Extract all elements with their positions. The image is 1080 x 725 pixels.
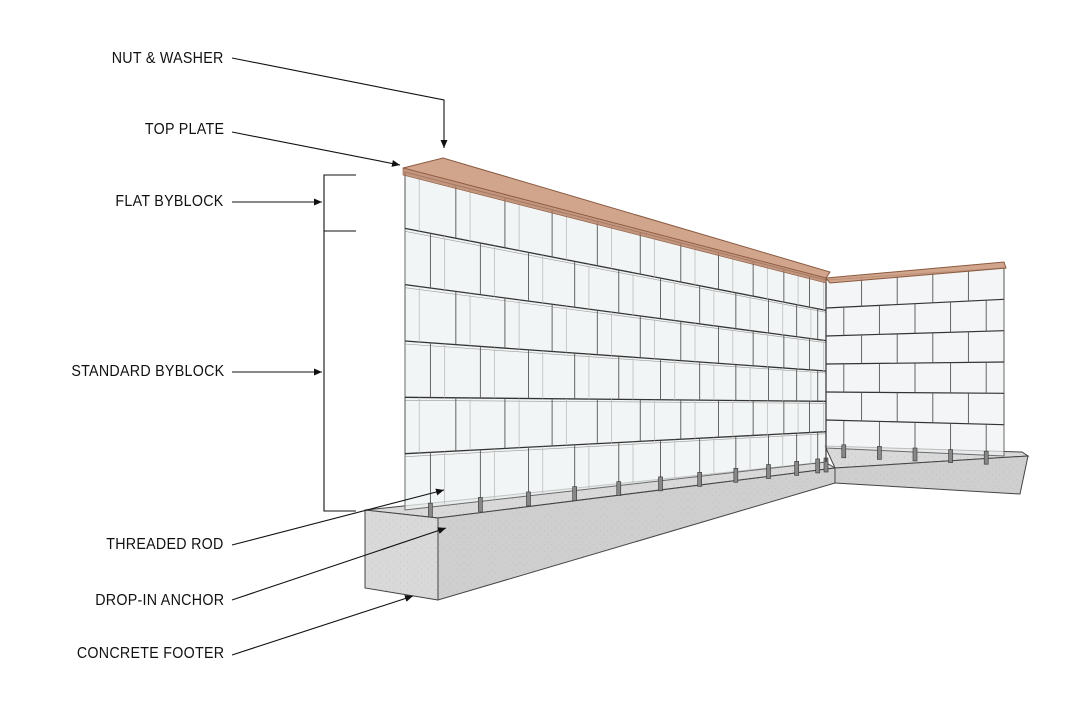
label-concrete-footer: CONCRETE FOOTER xyxy=(76,645,224,662)
label-standard-byblock: STANDARD BYBLOCK xyxy=(70,363,224,380)
drop-in-anchor xyxy=(948,449,953,463)
leader-drop-in-anchor xyxy=(231,527,447,601)
top-plate-return xyxy=(825,261,1007,284)
label-top-plate: TOP PLATE xyxy=(144,121,224,138)
drop-in-anchor xyxy=(478,497,483,512)
drop-in-anchor xyxy=(841,444,847,459)
drop-in-anchor xyxy=(733,467,739,483)
label-threaded-rod: THREADED ROD xyxy=(106,536,224,553)
footer-front-return xyxy=(834,455,1029,495)
drop-in-anchor xyxy=(794,461,799,476)
course-joint xyxy=(404,396,827,402)
leader-threaded-rod xyxy=(231,488,445,546)
leader-top-plate xyxy=(231,131,401,167)
drop-in-anchor xyxy=(428,502,433,518)
drop-in-anchor xyxy=(815,458,821,474)
footer-end-face xyxy=(364,509,439,601)
wall-return-run xyxy=(825,267,1005,465)
course-joint xyxy=(404,340,827,372)
course-joint-shadow xyxy=(404,400,827,404)
drop-in-anchor xyxy=(983,450,989,465)
course-joint-shadow xyxy=(404,231,827,313)
label-flat-byblock: FLAT BYBLOCK xyxy=(115,193,224,210)
drop-in-anchor xyxy=(697,472,702,487)
drop-in-anchor xyxy=(766,464,771,479)
course-joint xyxy=(404,431,827,455)
course-joint-shadow xyxy=(404,343,827,374)
course-joint-shadow xyxy=(404,287,827,343)
course-joint-shadow xyxy=(404,433,827,457)
byblock-bracket xyxy=(323,174,356,512)
label-nut-washer: NUT & WASHER xyxy=(112,50,224,67)
course-joint xyxy=(825,419,1005,426)
drop-in-anchor xyxy=(658,476,663,492)
drop-in-anchor xyxy=(877,446,882,460)
top-plate-long-front xyxy=(402,167,827,284)
leader-concrete-footer xyxy=(231,595,414,656)
drop-in-anchor xyxy=(616,481,622,496)
drop-in-anchor xyxy=(912,447,918,462)
course-joint xyxy=(404,227,827,311)
course-joint xyxy=(825,391,1005,394)
drop-in-anchor xyxy=(572,486,578,501)
leader-lines xyxy=(231,57,448,656)
drop-in-anchor xyxy=(526,491,531,507)
leader-nut-washer xyxy=(231,57,448,148)
course-joint xyxy=(404,284,827,342)
label-drop-in-anchor: DROP-IN ANCHOR xyxy=(94,592,224,609)
